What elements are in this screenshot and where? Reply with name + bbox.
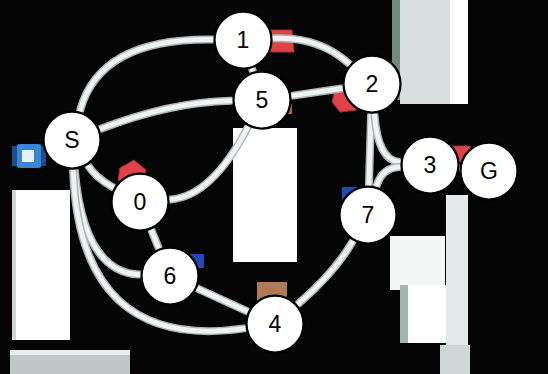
road-path [374,115,399,162]
road-path [152,231,159,248]
waypoint-label: G [459,141,519,201]
road-path [101,101,231,129]
waypoint-label: 4 [245,294,305,354]
road-path [198,289,247,311]
waypoint-label: S [42,110,102,170]
waypoint-label: 3 [400,135,460,195]
waypoint-circle: 6 [140,246,200,306]
waypoint-circle: S [42,110,102,170]
waypoint-circle: 3 [400,135,460,195]
road-path [298,242,352,304]
waypoint-circle: 1 [213,10,273,70]
road-path [252,69,253,71]
waypoint-label: 2 [342,54,402,114]
road-path [89,166,113,187]
waypoint-label: 5 [232,70,292,130]
waypoint-label: 7 [338,185,398,245]
road-path [377,167,399,185]
waypoint-circle: 0 [110,172,170,232]
waypoint-circle: 4 [245,294,305,354]
waypoint-circle: 5 [232,70,292,130]
waypoint-label: 6 [140,246,200,306]
road-path [274,38,349,63]
waypoint-label: 1 [213,10,273,70]
road-path [369,115,371,184]
road-path [171,127,248,199]
road-path [293,89,342,96]
waypoint-circle: 7 [338,185,398,245]
waypoint-circle: 2 [342,54,402,114]
road-path [73,171,244,331]
waypoint-circle: G [459,141,519,201]
waypoint-label: 0 [110,172,170,232]
road-path [80,40,212,111]
